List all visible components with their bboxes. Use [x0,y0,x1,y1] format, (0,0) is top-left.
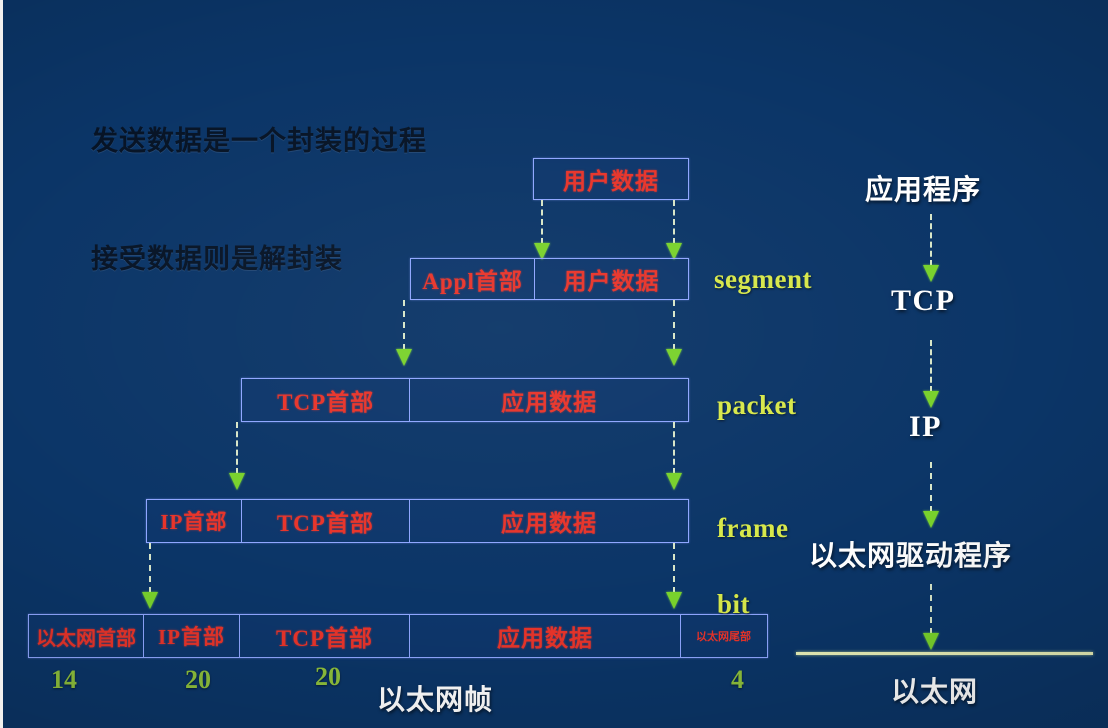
heading-line-1: 发送数据是一个封装的过程 [91,126,427,158]
heading-line-2: 接受数据则是解封装 [91,243,343,275]
pdu-cell-application-data: 应用数据 [409,500,688,542]
stack-arrow-driver-ethernet [922,584,940,650]
pdu-label-packet: packet [717,390,797,420]
stack-layer-ethernet: 以太网 [891,675,979,708]
arrow-head-icon [923,511,939,528]
stack-layer-application: 应用程序 [865,173,982,206]
arrow-stem [149,543,153,593]
encapsulation-arrow-4-left [141,543,159,609]
arrow-stem [930,214,934,266]
stack-layer-ip: IP [909,410,942,443]
stack-layer-ethernet-driver: 以太网驱动程序 [809,539,1013,572]
arrow-stem [541,200,545,244]
pdu-label-segment: segment [714,264,812,294]
stack-layer-tcp: TCP [891,284,956,317]
arrow-head-icon [666,592,682,609]
ethernet-frame-caption: 以太网帧 [377,683,494,716]
pdu-cell-appl-header: Appl首部 [422,269,523,294]
pdu-row-packet: TCP首部 应用数据 [241,378,689,422]
byte-count-ethernet-header: 14 [51,665,77,694]
pdu-row-frame: IP首部 TCP首部 应用数据 [146,499,689,543]
pdu-cell-application-data: 应用数据 [409,379,688,421]
pdu-cell-tcp-header: TCP首部 [239,615,409,657]
stack-arrow-ip-driver [922,462,940,528]
pdu-label-bit: bit [717,589,751,619]
pdu-cell-application-data: 应用数据 [409,615,680,657]
encapsulation-arrow-3-left [228,422,246,490]
arrow-stem [673,200,677,244]
arrow-stem [673,422,677,474]
arrow-stem [236,422,240,474]
pdu-cell-ip-header: IP首部 [143,615,239,657]
pdu-row-bit: 以太网首部 IP首部 TCP首部 应用数据 以太网尾部 [28,614,768,658]
pdu-cell-ethernet-trailer: 以太网尾部 [680,615,766,657]
ethernet-medium-line [796,652,1093,655]
byte-count-ethernet-trailer: 4 [731,665,744,694]
byte-count-tcp-header: 20 [315,662,341,691]
arrow-stem [930,462,934,512]
arrow-head-icon [666,349,682,366]
pdu-label-frame: frame [717,513,789,543]
arrow-stem [930,584,934,634]
arrow-stem [673,300,677,350]
arrow-head-icon [923,633,939,650]
pdu-row-user-data: 用户数据 [533,158,689,200]
encapsulation-arrow-3-right [665,422,683,490]
pdu-cell-user-data: 用户数据 [534,259,688,299]
encapsulation-arrow-2-right [665,300,683,366]
arrow-head-icon [666,473,682,490]
pdu-row-segment: Appl首部 用户数据 [410,258,689,300]
pdu-cell-ip-header: IP首部 [160,510,228,534]
arrow-head-icon [229,473,245,490]
arrow-head-icon [142,592,158,609]
arrow-head-icon [923,265,939,282]
encapsulation-arrow-4-right [665,543,683,609]
pdu-cell-tcp-header: TCP首部 [240,500,409,542]
arrow-stem [930,340,934,392]
pdu-cell-tcp-header: TCP首部 [277,390,375,415]
stack-arrow-app-tcp [922,214,940,282]
pdu-cell-user-data: 用户数据 [563,169,659,194]
arrow-stem [673,543,677,593]
encapsulation-arrow-1-right [665,200,683,260]
page-title: 发送数据是一个封装的过程 接受数据则是解封装 [91,44,427,357]
byte-count-ip-header: 20 [185,665,211,694]
encapsulation-arrow-1-left [533,200,551,260]
pdu-cell-ethernet-header: 以太网首部 [36,627,136,650]
arrow-head-icon [923,391,939,408]
stack-arrow-tcp-ip [922,340,940,408]
